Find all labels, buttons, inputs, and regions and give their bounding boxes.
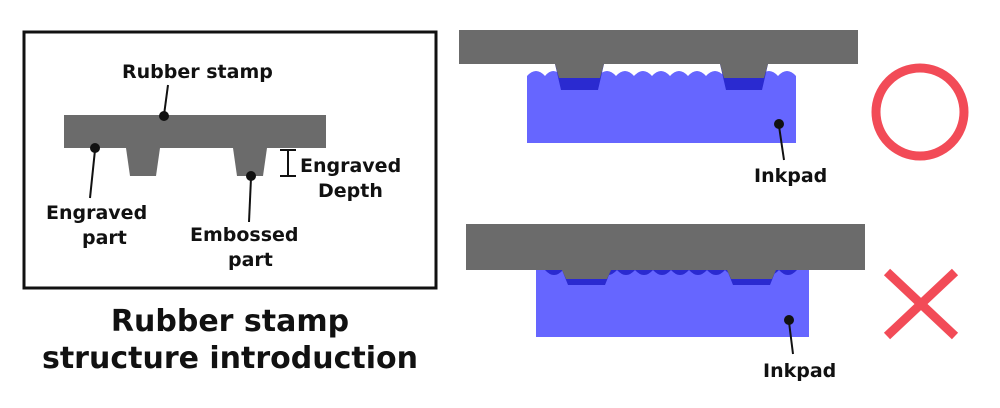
rubber-stamp-label: Rubber stamp — [122, 61, 273, 83]
cross-incorrect-icon — [883, 268, 959, 340]
stamp-body — [64, 115, 326, 148]
correct-pressure-illustration: Inkpad — [459, 30, 858, 187]
engraved-part-label-2: part — [82, 227, 127, 249]
embossed-part-dot — [246, 171, 256, 181]
stamp-tooth-correct-right — [720, 64, 768, 78]
inkpad-incorrect-leader — [788, 321, 794, 355]
embossed-part-leader — [248, 177, 252, 223]
inkpad-correct-leader — [778, 125, 785, 161]
engraved-depth-label-2: Depth — [318, 180, 383, 202]
engraved-depth-label-1: Engraved — [300, 155, 401, 177]
stamp-cross-section — [64, 115, 326, 176]
engraved-part-leader — [89, 149, 96, 199]
engraved-part-label-1: Engraved — [46, 202, 147, 224]
caption-line-2: structure introduction — [42, 341, 418, 376]
stamp-tooth-incorrect-left — [562, 270, 611, 279]
inkpad-incorrect-label: Inkpad — [763, 360, 836, 382]
stamp-body-incorrect — [466, 224, 865, 270]
embossed-tooth-right — [233, 148, 267, 176]
embossed-part-label-1: Embossed — [190, 224, 299, 246]
caption-line-1: Rubber stamp — [111, 304, 349, 339]
inkpad-correct-label: Inkpad — [754, 165, 827, 187]
stamp-body-correct — [459, 30, 858, 64]
embossed-part-label-2: part — [228, 249, 273, 271]
incorrect-pressure-illustration: Inkpad — [466, 224, 865, 382]
engraved-part-dot — [90, 143, 100, 153]
engraved-depth-marker — [280, 149, 296, 177]
rubber-stamp-leader — [163, 84, 169, 116]
stamp-tooth-incorrect-right — [727, 270, 776, 279]
inkpad-correct-dot — [774, 119, 784, 129]
inkpad-incorrect-dot — [784, 315, 794, 325]
embossed-tooth-left — [126, 148, 160, 176]
circle-correct-icon — [871, 63, 969, 161]
stamp-tooth-correct-left — [555, 64, 604, 78]
structure-frame — [22, 30, 438, 290]
rubber-stamp-dot — [159, 111, 169, 121]
